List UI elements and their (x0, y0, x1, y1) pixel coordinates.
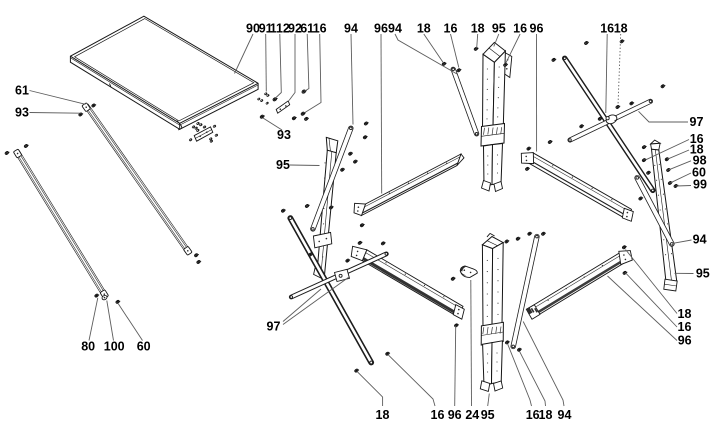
svg-text:96: 96 (448, 408, 462, 422)
svg-text:95: 95 (492, 21, 506, 35)
svg-text:18: 18 (417, 21, 431, 35)
svg-text:95: 95 (696, 266, 710, 280)
svg-text:60: 60 (692, 166, 706, 180)
svg-text:96: 96 (678, 334, 692, 348)
svg-text:98: 98 (693, 153, 707, 167)
svg-text:91: 91 (259, 21, 273, 35)
svg-text:95: 95 (481, 408, 495, 422)
svg-text:96: 96 (530, 21, 544, 35)
svg-text:80: 80 (81, 339, 95, 353)
svg-text:16: 16 (513, 21, 527, 35)
svg-text:16: 16 (431, 408, 445, 422)
svg-text:93: 93 (15, 105, 29, 119)
svg-text:95: 95 (276, 158, 290, 172)
svg-text:60: 60 (137, 339, 151, 353)
svg-text:97: 97 (690, 115, 704, 129)
svg-text:99: 99 (693, 178, 707, 192)
svg-text:18: 18 (614, 21, 628, 35)
svg-text:112: 112 (270, 21, 290, 35)
svg-text:16: 16 (313, 21, 327, 35)
svg-text:16: 16 (444, 21, 458, 35)
svg-text:18: 18 (376, 408, 390, 422)
svg-text:97: 97 (267, 320, 281, 334)
svg-text:18: 18 (471, 21, 485, 35)
svg-text:94: 94 (693, 233, 707, 247)
svg-text:100: 100 (104, 339, 125, 353)
svg-text:61: 61 (300, 21, 314, 35)
svg-text:94: 94 (388, 21, 402, 35)
svg-text:16: 16 (690, 132, 704, 146)
svg-text:16: 16 (600, 21, 614, 35)
svg-text:18: 18 (690, 143, 704, 157)
svg-text:24: 24 (465, 408, 479, 422)
svg-text:93: 93 (277, 128, 291, 142)
svg-text:90: 90 (246, 21, 260, 35)
svg-text:18: 18 (678, 307, 692, 321)
svg-text:94: 94 (558, 408, 572, 422)
svg-text:61: 61 (15, 84, 29, 98)
svg-text:16: 16 (678, 320, 692, 334)
svg-text:16: 16 (526, 408, 540, 422)
svg-text:94: 94 (344, 21, 358, 35)
svg-text:92: 92 (288, 21, 302, 35)
svg-text:18: 18 (539, 408, 553, 422)
svg-text:96: 96 (374, 21, 388, 35)
